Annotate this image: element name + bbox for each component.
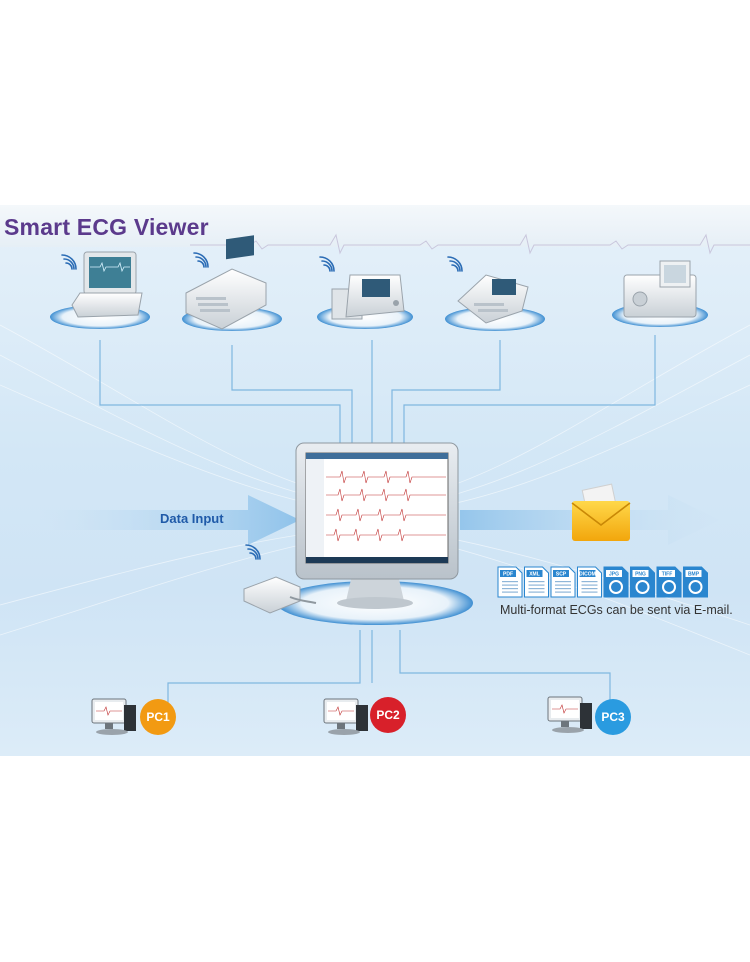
format-icon-dicom: DICOM bbox=[577, 566, 602, 598]
ecg-device-1-icon bbox=[71, 251, 143, 318]
page-title: Smart ECG Viewer bbox=[4, 214, 209, 240]
pc1-badge bbox=[140, 699, 176, 735]
pc3-computer-icon bbox=[547, 696, 592, 733]
ecg-device-4-icon bbox=[457, 274, 529, 324]
header-ecg-trace bbox=[190, 233, 750, 255]
connector-lines bbox=[99, 335, 656, 725]
ecg-device-2-icon bbox=[185, 235, 267, 330]
format-icons: PDF XML SCP DICOM JPG PNG TIFF BMP bbox=[497, 566, 708, 598]
data-input-arrow bbox=[40, 495, 300, 545]
pc2-label: PC2 bbox=[376, 708, 400, 722]
format-icon-png: PNG bbox=[630, 566, 655, 598]
wireless-icons bbox=[61, 252, 463, 560]
format-label: XML bbox=[529, 572, 540, 578]
ecg-receiver-icon bbox=[243, 576, 317, 614]
email-caption: Multi-format ECGs can be sent via E-mail… bbox=[500, 603, 733, 617]
header-band bbox=[0, 205, 750, 247]
email-envelope-icon bbox=[571, 483, 631, 541]
format-label: SCP bbox=[556, 572, 567, 578]
ecg-device-3-icon bbox=[331, 274, 405, 320]
ecg-device-5-icon bbox=[623, 260, 697, 318]
pc3-badge bbox=[595, 699, 631, 735]
monitor-icon bbox=[295, 442, 459, 609]
pc1-computer-icon bbox=[91, 698, 136, 735]
format-label: TIFF bbox=[662, 572, 673, 578]
ecg-viewer-diagram: PDF XML SCP DICOM JPG PNG TIFF BMP Smart ECG Vi… bbox=[0, 205, 750, 756]
format-label: JPG bbox=[609, 572, 619, 578]
format-label: BMP bbox=[688, 572, 700, 578]
format-label: PDF bbox=[503, 572, 513, 578]
format-label: PNG bbox=[635, 572, 646, 578]
format-icon-bmp: BMP bbox=[683, 566, 708, 598]
pc1-label: PC1 bbox=[146, 710, 170, 724]
format-icon-jpg: JPG bbox=[603, 566, 629, 598]
format-icon-xml: XML bbox=[524, 566, 549, 598]
format-icon-pdf: PDF bbox=[497, 566, 523, 598]
format-label: DICOM bbox=[579, 572, 596, 578]
data-input-label: Data Input bbox=[160, 511, 224, 526]
format-icon-scp: SCP bbox=[550, 566, 576, 598]
format-icon-tiff: TIFF bbox=[656, 566, 682, 598]
pc2-badge bbox=[370, 697, 406, 733]
pc3-label: PC3 bbox=[601, 710, 625, 724]
pc2-computer-icon bbox=[323, 698, 368, 735]
diagram-graphics: PDF XML SCP DICOM JPG PNG TIFF BMP bbox=[0, 233, 750, 735]
